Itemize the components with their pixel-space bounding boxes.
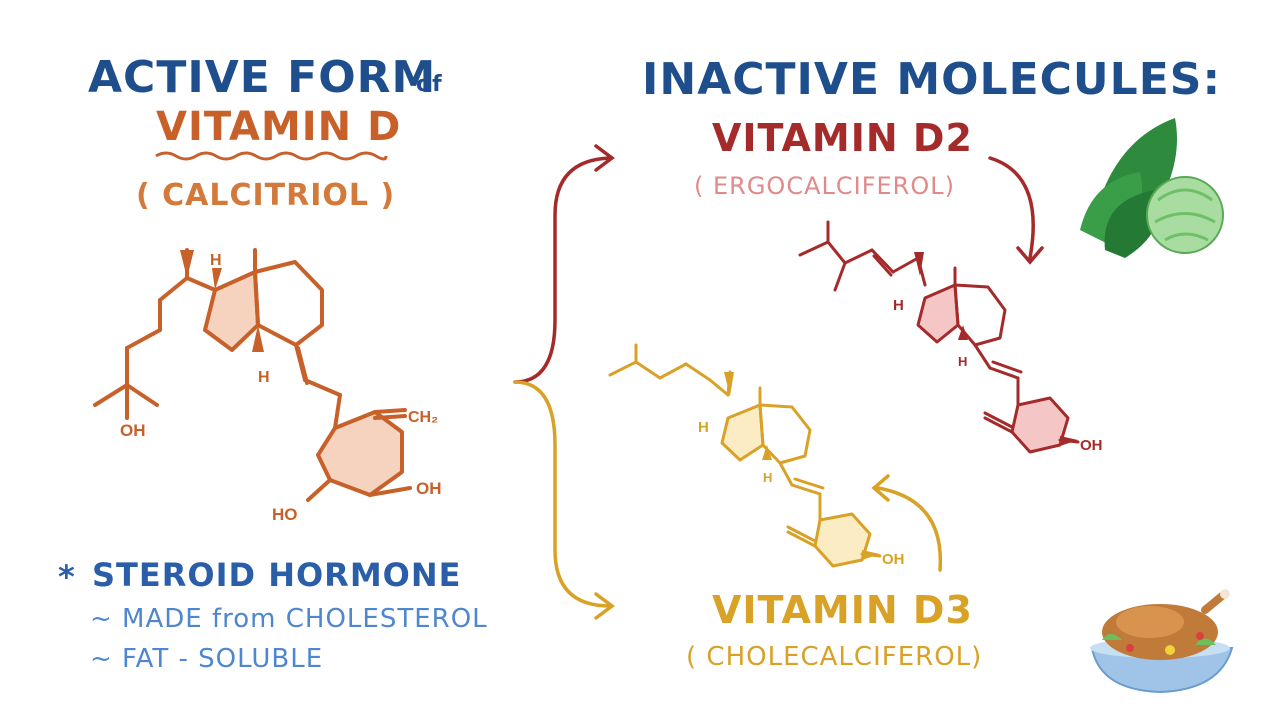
d3-label-h-bottom: H (763, 470, 772, 485)
d2-label-h-bottom: H (958, 354, 967, 369)
d2-arrow (988, 156, 1035, 260)
vitamin-d-underline (155, 151, 388, 161)
calcitriol-label-h-top: H (210, 252, 222, 269)
right-title: INACTIVE MOLECULES: (642, 54, 1222, 105)
calcitriol-wedge-methyl (180, 250, 194, 278)
d3-label-h-ring: H (698, 419, 709, 436)
calcitriol-molecule (93, 248, 412, 502)
vitamin-d3-molecule (608, 343, 882, 568)
calcitriol-label-h-bottom: H (258, 369, 270, 386)
brace-arrow-lower-head (594, 592, 615, 620)
note-steroid-hormone: STEROID HORMONE (92, 556, 462, 594)
d3-arrow-head (871, 474, 890, 502)
left-title-of: of (416, 72, 443, 97)
calcitriol-wedge-h (212, 268, 222, 290)
brace-arrow-upper-head (594, 144, 615, 172)
d2-arrow-head (1016, 246, 1044, 265)
calcitriol-label-oh-right: OH (416, 479, 442, 498)
d2-label-oh: OH (1080, 437, 1103, 454)
calcitriol-label-ch2: CH₂ (408, 409, 438, 426)
left-title-line2: VITAMIN D (156, 104, 402, 150)
d2-label-h-ring: H (893, 297, 904, 314)
brace-arrow-upper (513, 156, 612, 384)
note-cholesterol: ~ MADE from CHOLESTEROL (90, 604, 488, 634)
roast-chicken-icon (1090, 589, 1234, 694)
vitamin-d2-title: VITAMIN D2 (712, 116, 973, 160)
vitamin-d2-subtitle: ( ERGOCALCIFEROL) (694, 172, 955, 200)
d3-arrow (876, 486, 943, 572)
left-title-line1: ACTIVE FORM (88, 52, 437, 103)
vitamin-d3-title: VITAMIN D3 (712, 588, 973, 632)
leafy-greens-icon (1080, 118, 1224, 258)
note-fat-soluble: ~ FAT - SOLUBLE (90, 644, 324, 674)
calcitriol-label-oh-left: OH (120, 421, 146, 440)
calcitriol-label-ho: HO (272, 505, 298, 524)
vitamin-d3-subtitle: ( CHOLECALCIFEROL) (686, 642, 983, 672)
brace-arrow-lower (513, 380, 612, 608)
calcitriol-subtitle: ( CALCITRIOL ) (136, 178, 396, 213)
note-bullet: * (58, 558, 76, 596)
calcitriol-wedge-hbottom (252, 325, 264, 352)
d3-label-oh: OH (882, 551, 905, 568)
